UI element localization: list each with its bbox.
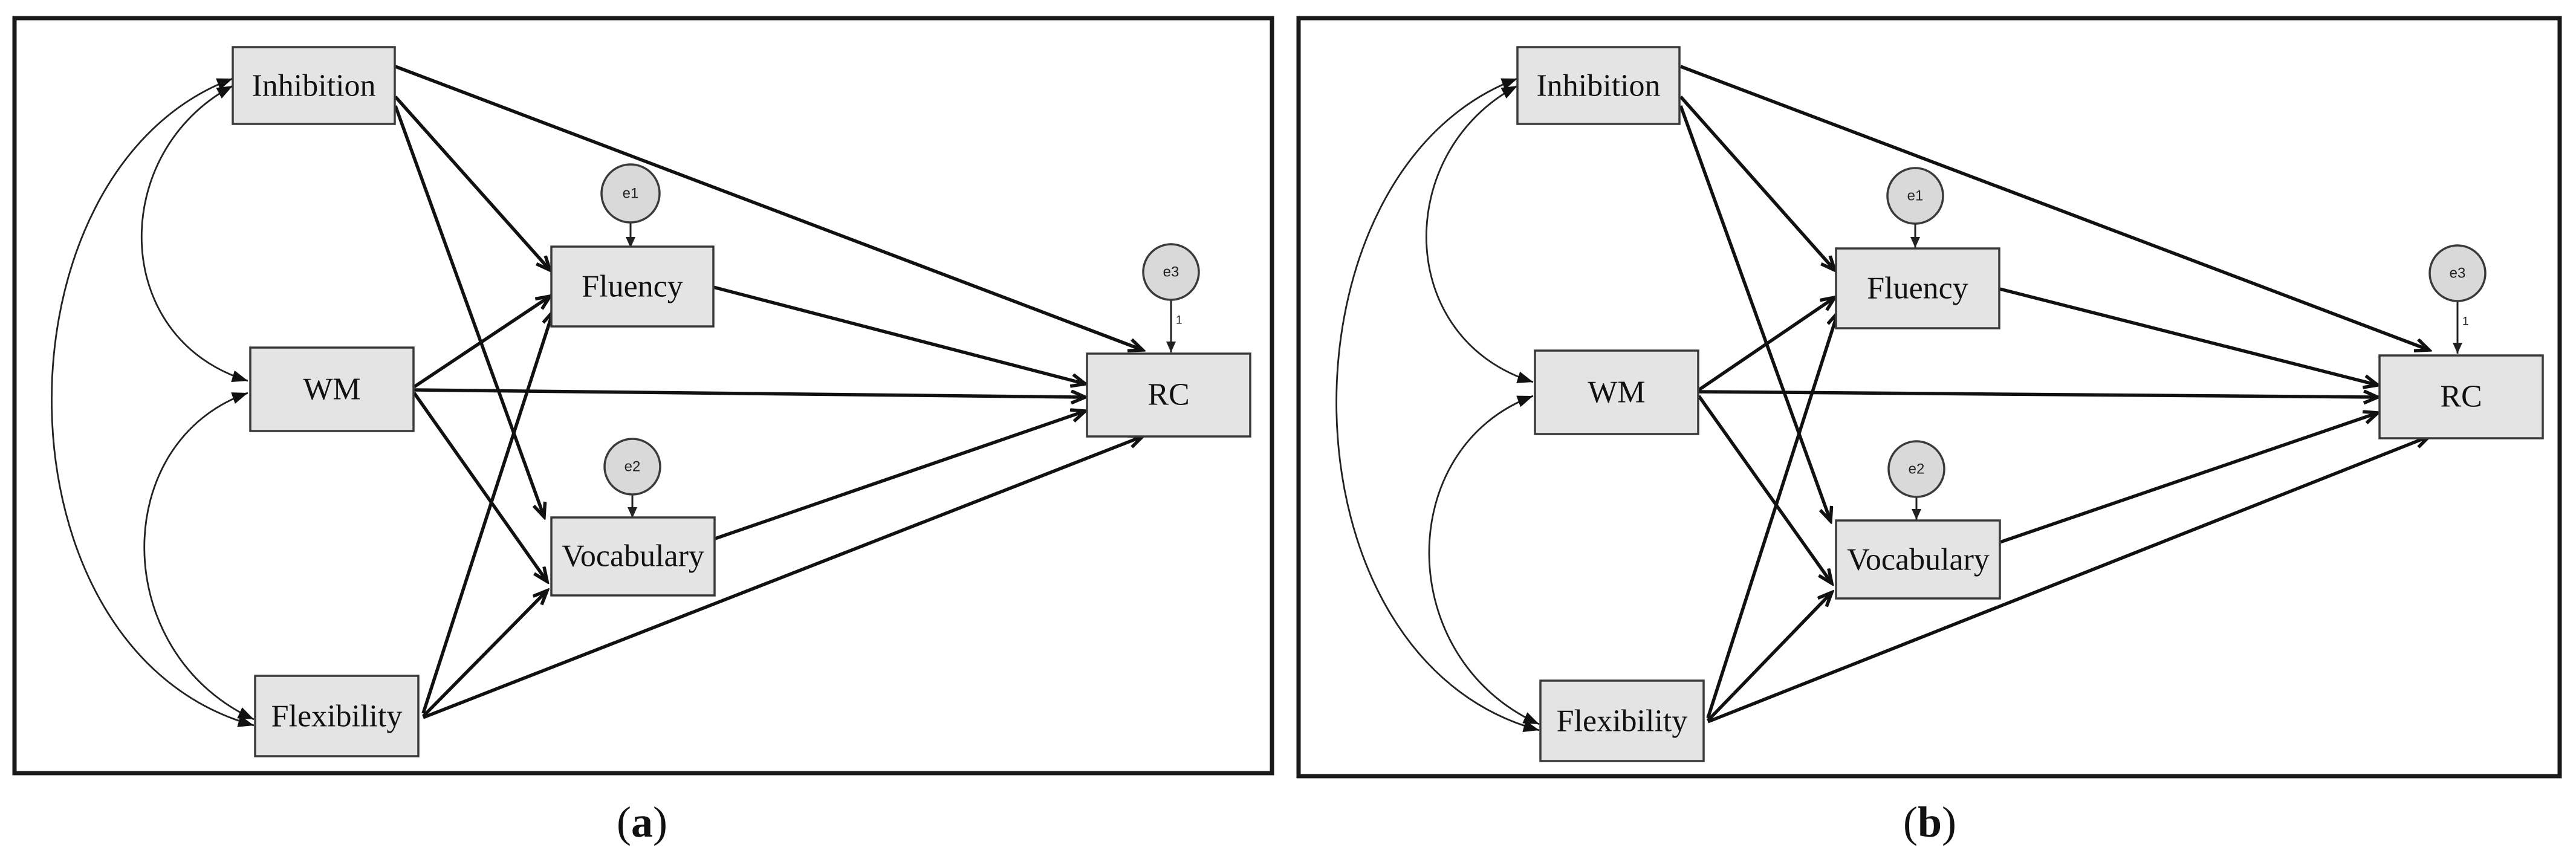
fixed-path-label-e3: 1 bbox=[1176, 314, 1183, 327]
path-vocabulary-to-rc bbox=[1999, 413, 2378, 544]
covariance-inhibition-wm bbox=[1426, 85, 1534, 383]
error-circle-e2 bbox=[603, 438, 661, 496]
path-inhibition-to-rc bbox=[395, 65, 1143, 350]
node-wm-label: WM bbox=[303, 372, 360, 407]
node-inhibition-box bbox=[1516, 46, 1681, 125]
node-inhibition-label: Inhibition bbox=[251, 69, 375, 103]
node-rc-label: RC bbox=[1147, 378, 1189, 412]
node-vocabulary-label: Vocabulary bbox=[562, 539, 704, 574]
node-fluency-box bbox=[550, 245, 715, 328]
path-inhibition-to-fluency bbox=[394, 96, 550, 270]
path-wm-to-fluency bbox=[413, 296, 550, 389]
node-rc-box bbox=[1086, 352, 1251, 438]
covariance-inhibition-wm bbox=[140, 85, 248, 382]
node-flexibility-label: Flexibility bbox=[1557, 704, 1688, 739]
error-circle-e3 bbox=[1142, 243, 1200, 301]
variable-nodes: Inhibition WM Flexibility Fluency Vocabu… bbox=[1516, 46, 2544, 762]
path-flexibility-to-rc bbox=[1707, 436, 2429, 724]
path-inhibition-to-rc bbox=[1680, 65, 2429, 350]
panel-caption: (b) bbox=[1903, 798, 1956, 846]
path-wm-to-fluency bbox=[1698, 297, 1835, 392]
fixed-path-label-e3: 1 bbox=[2462, 316, 2469, 328]
error-terms: e1 e2 e3 1 bbox=[1886, 167, 2487, 520]
path-flexibility-to-fluency bbox=[1706, 313, 1838, 719]
path-flexibility-to-vocabulary bbox=[422, 591, 547, 718]
error-circle-e1 bbox=[600, 163, 661, 224]
path-fluency-to-rc bbox=[1999, 287, 2378, 385]
structural-paths bbox=[394, 65, 1143, 719]
node-flexibility-box bbox=[254, 675, 420, 757]
node-inhibition-label: Inhibition bbox=[1536, 69, 1660, 103]
path-flexibility-to-fluency bbox=[421, 311, 553, 714]
path-flexibility-to-vocabulary bbox=[1707, 592, 1832, 722]
variable-nodes: Inhibition WM Flexibility Fluency Vocabu… bbox=[232, 46, 1251, 757]
error-label-e2: e2 bbox=[1909, 461, 1925, 478]
node-flexibility-box bbox=[1539, 679, 1705, 762]
path-inhibition-to-vocabulary bbox=[1679, 105, 1831, 521]
panel-caption: (a) bbox=[617, 798, 667, 846]
panel-b: e1 e2 e3 1 Inhibition WM Flexibility Flu… bbox=[1296, 16, 2562, 846]
node-wm-box bbox=[1534, 349, 1699, 435]
path-fluency-to-rc bbox=[713, 285, 1085, 384]
error-circle-e3 bbox=[2428, 244, 2487, 302]
error-label-e1: e1 bbox=[1907, 188, 1924, 204]
covariance-arcs bbox=[1335, 77, 1540, 732]
covariance-arcs bbox=[51, 77, 255, 727]
node-wm-label: WM bbox=[1588, 375, 1645, 410]
error-label-e1: e1 bbox=[623, 186, 639, 202]
node-vocabulary-box bbox=[1835, 519, 2001, 600]
node-inhibition-box bbox=[232, 46, 396, 125]
path-inhibition-to-vocabulary bbox=[394, 105, 544, 517]
node-fluency-box bbox=[1835, 247, 2000, 329]
covariance-inhibition-flexibility bbox=[51, 77, 255, 727]
node-flexibility-label: Flexibility bbox=[271, 699, 403, 734]
path-wm-to-vocabulary bbox=[1697, 395, 1832, 583]
path-inhibition-to-fluency bbox=[1679, 96, 1835, 270]
covariance-wm-flexibility bbox=[1428, 395, 1540, 725]
structural-paths bbox=[1679, 65, 2429, 724]
node-rc-box bbox=[2378, 354, 2544, 439]
node-vocabulary-box bbox=[550, 516, 716, 597]
node-wm-box bbox=[249, 346, 415, 432]
covariance-wm-flexibility bbox=[143, 392, 255, 721]
node-vocabulary-label: Vocabulary bbox=[1847, 543, 1990, 577]
error-circle-e2 bbox=[1887, 440, 1945, 498]
path-wm-to-vocabulary bbox=[412, 392, 547, 582]
path-vocabulary-to-rc bbox=[713, 411, 1085, 541]
error-label-e3: e3 bbox=[1163, 264, 1179, 280]
error-label-e3: e3 bbox=[2450, 265, 2466, 282]
node-rc-label: RC bbox=[2440, 380, 2482, 414]
error-circle-e1 bbox=[1886, 167, 1944, 225]
path-flexibility-to-rc bbox=[422, 436, 1143, 719]
node-fluency-label: Fluency bbox=[582, 270, 683, 304]
error-label-e2: e2 bbox=[625, 459, 641, 475]
node-fluency-label: Fluency bbox=[1867, 271, 1968, 306]
panel-a: e1 e2 e3 1 Inhibition WM Flexibility Flu… bbox=[12, 16, 1274, 846]
error-terms: e1 e2 e3 1 bbox=[600, 163, 1200, 518]
covariance-inhibition-flexibility bbox=[1335, 77, 1540, 732]
